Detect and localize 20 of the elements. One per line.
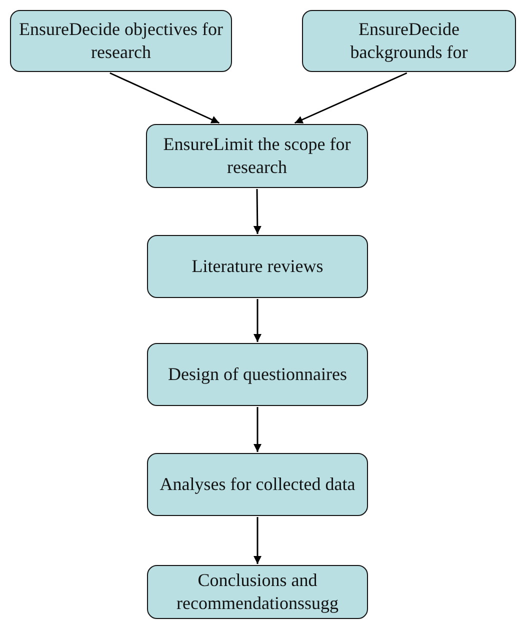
process-box — [147, 235, 368, 298]
box-label: Analyses for collected data — [160, 472, 356, 496]
arrow — [253, 189, 262, 234]
process-box — [146, 124, 368, 188]
arrow — [110, 72, 220, 124]
box-label: EnsureDecide backgrounds for — [349, 18, 469, 64]
process-box — [147, 565, 368, 619]
process-box — [10, 10, 232, 72]
box-label: Conclusions and recommendationssugg — [176, 568, 340, 615]
arrow — [254, 407, 262, 452]
process-box — [302, 10, 516, 72]
box-label: Literature reviews — [192, 254, 324, 278]
arrow — [294, 72, 408, 124]
process-box — [147, 343, 368, 406]
arrow — [254, 517, 262, 564]
arrow — [254, 299, 262, 342]
box-label: EnsureLimit the scope for research — [162, 132, 352, 179]
box-label: EnsureDecide objectives for research — [19, 18, 223, 64]
process-box — [147, 453, 368, 516]
box-label: Design of questionnaires — [168, 362, 347, 386]
